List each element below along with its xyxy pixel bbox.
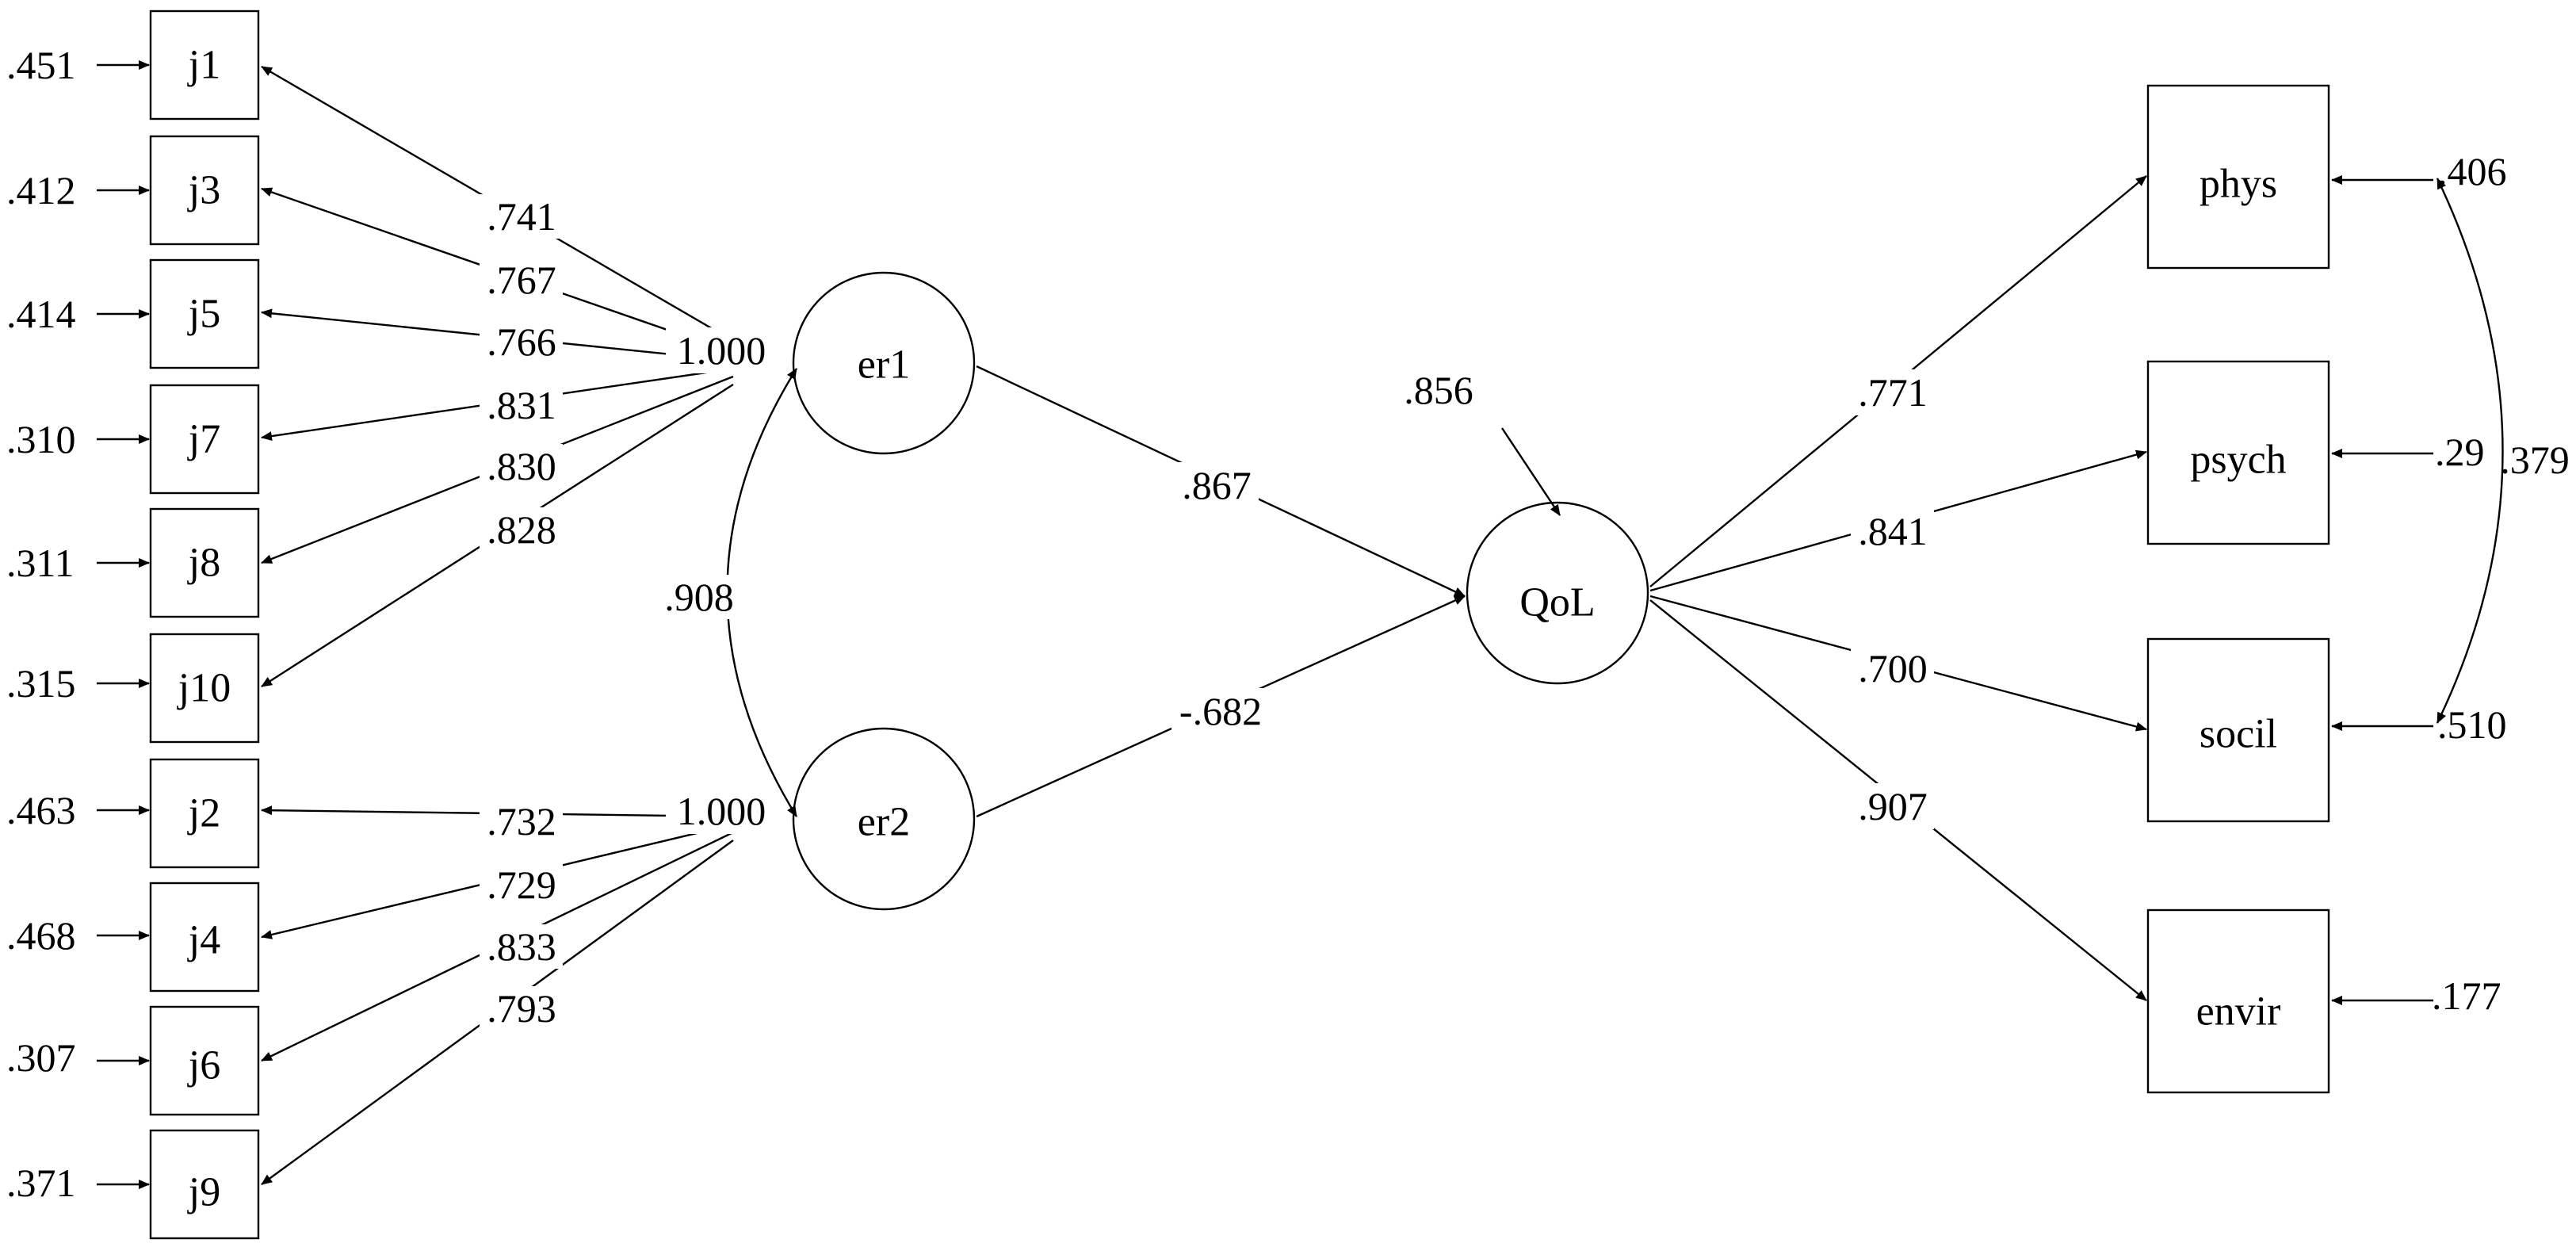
error-socil: .510 bbox=[2437, 702, 2507, 747]
indicator-psych-label: psych bbox=[2190, 438, 2286, 483]
latent-er1-label: er1 bbox=[858, 342, 910, 388]
indicator-j10-label: j10 bbox=[177, 666, 231, 711]
indicator-j5: j5 .414 bbox=[6, 258, 260, 369]
error-j6: .307 bbox=[6, 1035, 76, 1080]
indicator-j9-label: j9 bbox=[187, 1170, 220, 1215]
correlation-er1-er2: .908 bbox=[658, 368, 798, 817]
indicator-j1-label: j1 bbox=[187, 43, 220, 88]
loading-j8: .830 bbox=[487, 444, 556, 488]
indicator-psych: psych .29 bbox=[2146, 360, 2485, 545]
er-loading-labels: .741 .767 .766 .831 .830 .828 .732 .729 … bbox=[480, 194, 777, 1031]
indicator-envir-label: envir bbox=[2196, 989, 2281, 1035]
indicator-j9: j9 .371 bbox=[6, 1129, 260, 1240]
error-j5: .414 bbox=[6, 292, 76, 336]
error-j9: .371 bbox=[6, 1161, 76, 1205]
indicator-j3-label: j3 bbox=[187, 168, 220, 213]
er1-fixed-value: 1.000 bbox=[677, 328, 766, 373]
indicator-j7: j7 .310 bbox=[6, 384, 260, 495]
error-covariance-arc: .379 bbox=[2436, 178, 2570, 724]
indicator-j2: j2 .463 bbox=[6, 758, 260, 869]
qol-loading-paths: .771 .841 .700 .907 bbox=[1649, 175, 2147, 1001]
latent-qol: QoL .856 bbox=[1404, 368, 1649, 685]
correlation-value: .908 bbox=[664, 575, 734, 619]
error-j8: .311 bbox=[6, 541, 75, 585]
loading-j7: .831 bbox=[487, 383, 556, 427]
loading-j2: .732 bbox=[487, 799, 556, 843]
er-indicators: j1 .451 j3 .412 j5 .414 j7 .310 j8 bbox=[6, 10, 260, 1240]
latent-er2: er2 bbox=[792, 727, 976, 911]
qol-indicators: phys .406 psych .29 socil .510 envir .17… bbox=[2146, 84, 2507, 1094]
error-j3: .412 bbox=[6, 168, 76, 212]
latent-er2-label: er2 bbox=[858, 800, 910, 845]
indicator-j1: j1 .451 bbox=[6, 10, 260, 120]
indicator-j8-label: j8 bbox=[187, 541, 220, 586]
error-j2: .463 bbox=[6, 788, 76, 832]
path-er1-qol-value: .867 bbox=[1182, 463, 1252, 507]
loading-j9: .793 bbox=[487, 986, 556, 1031]
indicator-phys: phys .406 bbox=[2146, 84, 2507, 270]
indicator-j4: j4 .468 bbox=[6, 882, 260, 993]
loading-j3: .767 bbox=[487, 258, 556, 302]
indicator-j6-label: j6 bbox=[187, 1043, 220, 1088]
indicator-j4-label: j4 bbox=[187, 918, 220, 963]
loading-phys: .771 bbox=[1858, 370, 1928, 415]
loading-envir: .907 bbox=[1858, 784, 1928, 828]
latent-er1: er1 bbox=[792, 271, 976, 455]
indicator-j6: j6 .307 bbox=[6, 1005, 260, 1116]
qol-disturbance-arrow bbox=[1501, 427, 1561, 516]
indicator-j10: j10 .315 bbox=[6, 633, 260, 744]
qol-disturbance-value: .856 bbox=[1404, 368, 1473, 412]
error-j1: .451 bbox=[6, 43, 76, 87]
loading-j4: .729 bbox=[487, 863, 556, 907]
loading-psych: .841 bbox=[1858, 509, 1928, 553]
indicator-j7-label: j7 bbox=[187, 417, 220, 462]
error-phys: .406 bbox=[2437, 149, 2507, 193]
path-er2-qol-value: -.682 bbox=[1179, 689, 1262, 733]
error-covariance-value: .379 bbox=[2500, 438, 2570, 482]
loading-socil: .700 bbox=[1858, 646, 1928, 690]
structural-paths: .867 -.682 bbox=[976, 365, 1466, 818]
indicator-envir: envir .177 bbox=[2146, 908, 2501, 1094]
indicator-j2-label: j2 bbox=[187, 791, 220, 836]
indicator-j5-label: j5 bbox=[187, 292, 220, 337]
latent-qol-label: QoL bbox=[1519, 580, 1595, 625]
loading-j10: .828 bbox=[487, 507, 556, 552]
er2-fixed-value: 1.000 bbox=[677, 789, 766, 833]
indicator-socil: socil .510 bbox=[2146, 637, 2507, 823]
error-j4: .468 bbox=[6, 913, 76, 958]
loading-j1: .741 bbox=[487, 194, 556, 239]
error-envir: .177 bbox=[2432, 974, 2501, 1018]
indicator-j3: j3 .412 bbox=[6, 135, 260, 246]
error-psych: .29 bbox=[2435, 430, 2485, 474]
indicator-j8: j8 .311 bbox=[6, 507, 260, 618]
loading-j5: .766 bbox=[487, 319, 556, 364]
error-j7: .310 bbox=[6, 417, 76, 461]
error-j10: .315 bbox=[6, 661, 76, 706]
indicator-socil-label: socil bbox=[2200, 712, 2277, 757]
indicator-phys-label: phys bbox=[2200, 162, 2277, 207]
loading-j6: .833 bbox=[487, 924, 556, 969]
